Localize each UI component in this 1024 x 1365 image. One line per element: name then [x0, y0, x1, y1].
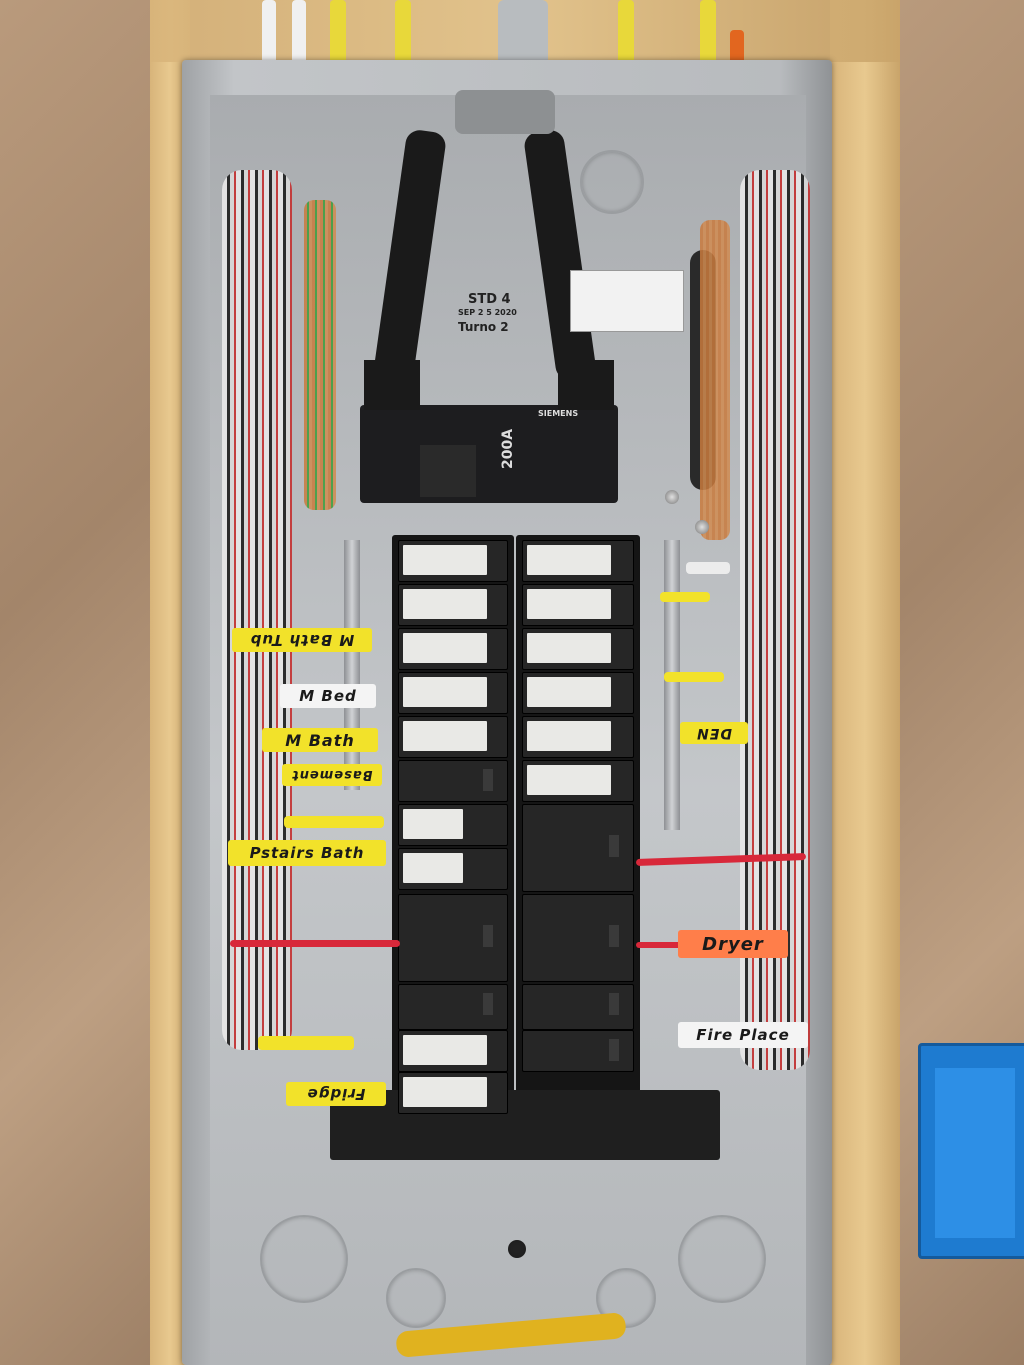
main-breaker-brand: SIEMENS: [538, 409, 579, 418]
breaker-afci-face: [403, 809, 463, 839]
breaker-left-10[interactable]: [398, 984, 508, 1030]
breaker-left-3[interactable]: [398, 628, 508, 670]
breaker-backplate: [330, 1090, 720, 1160]
breaker-right-3[interactable]: [522, 628, 634, 670]
breaker-afci-face: [403, 545, 487, 575]
knockout: [386, 1268, 446, 1328]
neutral-bus-left: [344, 540, 360, 790]
circuit-label-fridge: Fridge: [286, 1082, 386, 1106]
conduit-connector: [455, 90, 555, 134]
breaker-afci-face: [527, 589, 611, 619]
branch-wire-red: [636, 942, 684, 948]
wood-stud-right: [830, 0, 900, 1365]
breaker-afci-face: [527, 765, 611, 795]
right-wire-bundle: [740, 170, 810, 1070]
breaker-right-9[interactable]: [522, 984, 634, 1030]
breaker-right-2[interactable]: [522, 584, 634, 626]
stamp-line-1: STD 4: [468, 292, 511, 307]
breaker-afci-face: [403, 1077, 487, 1107]
knockout: [678, 1215, 766, 1303]
main-breaker-lug-right: [558, 360, 614, 410]
knockout: [596, 1268, 656, 1328]
stamp-line-2: SEP 2 5 2020: [458, 308, 517, 317]
circuit-label-m-bath: M Bath: [262, 728, 378, 752]
breaker-handle[interactable]: [483, 925, 493, 947]
breaker-handle[interactable]: [609, 835, 619, 857]
neutral-lug: [695, 520, 709, 534]
breaker-left-2[interactable]: [398, 584, 508, 626]
breaker-right-7-double[interactable]: [522, 804, 634, 892]
breaker-afci-face: [403, 1035, 487, 1065]
branch-wire-red: [230, 940, 400, 947]
left-wire-bundle: [222, 170, 292, 1050]
wire-tag-yellow: [660, 592, 710, 602]
main-breaker-rating: 200A: [500, 428, 517, 470]
main-breaker-lug-left: [364, 360, 420, 410]
main-breaker-handle[interactable]: [420, 445, 476, 497]
circuit-label-m-bed: M Bed: [280, 684, 376, 708]
breaker-right-5[interactable]: [522, 716, 634, 758]
breaker-afci-face: [527, 633, 611, 663]
breaker-afci-face: [527, 545, 611, 575]
breaker-afci-face: [403, 633, 487, 663]
breaker-afci-face: [527, 677, 611, 707]
breaker-afci-face: [527, 721, 611, 751]
circuit-label-den: DEN: [680, 722, 748, 744]
wire-tag-yellow: [258, 1036, 354, 1050]
circuit-label-m-bath-tub: M Bath Tub: [232, 628, 372, 652]
breaker-right-4[interactable]: [522, 672, 634, 714]
breaker-handle[interactable]: [609, 1039, 619, 1061]
breaker-left-1[interactable]: [398, 540, 508, 582]
breaker-afci-face: [403, 677, 487, 707]
breaker-afci-face: [403, 853, 463, 883]
breaker-left-5[interactable]: [398, 716, 508, 758]
breaker-left-4[interactable]: [398, 672, 508, 714]
knockout: [580, 150, 644, 214]
ground-wire-bundle: [304, 200, 336, 510]
breaker-right-6[interactable]: [522, 760, 634, 802]
blue-junction-box: [918, 1043, 1024, 1259]
breaker-right-1[interactable]: [522, 540, 634, 582]
stamp-line-3: Turno 2: [458, 320, 509, 334]
circuit-label-upstairs-bath: Pstairs Bath: [228, 840, 386, 866]
breaker-left-6[interactable]: [398, 760, 508, 802]
knockout-keyhole: [508, 1240, 526, 1258]
breaker-left-7[interactable]: [398, 804, 508, 846]
knockout: [260, 1215, 348, 1303]
circuit-label-fire-place: Fire Place: [678, 1022, 808, 1048]
junction-box-interior: [935, 1068, 1015, 1238]
circuit-label-dryer: Dryer: [678, 930, 788, 958]
wire-tag-yellow: [284, 816, 384, 828]
ground-wire-bundle: [700, 220, 730, 540]
panel-instruction-sticker: [570, 270, 684, 332]
wire-tag-yellow: [664, 672, 724, 682]
breaker-handle[interactable]: [609, 925, 619, 947]
wire-tag-yellow: [686, 562, 730, 574]
neutral-bus-right: [664, 540, 680, 830]
main-breaker[interactable]: SIEMENS 200A: [360, 360, 618, 503]
breaker-right-8-double[interactable]: [522, 894, 634, 982]
breaker-left-8[interactable]: [398, 848, 508, 890]
breaker-left-9-double[interactable]: [398, 894, 508, 982]
breaker-afci-face: [403, 721, 487, 751]
breaker-right-10[interactable]: [522, 1030, 634, 1072]
breaker-handle[interactable]: [483, 993, 493, 1015]
breaker-handle[interactable]: [609, 993, 619, 1015]
breaker-left-11[interactable]: [398, 1030, 508, 1072]
breaker-left-12[interactable]: [398, 1072, 508, 1114]
breaker-handle[interactable]: [483, 769, 493, 791]
neutral-lug: [665, 490, 679, 504]
breaker-afci-face: [403, 589, 487, 619]
circuit-label-basement: Basement: [282, 764, 382, 786]
